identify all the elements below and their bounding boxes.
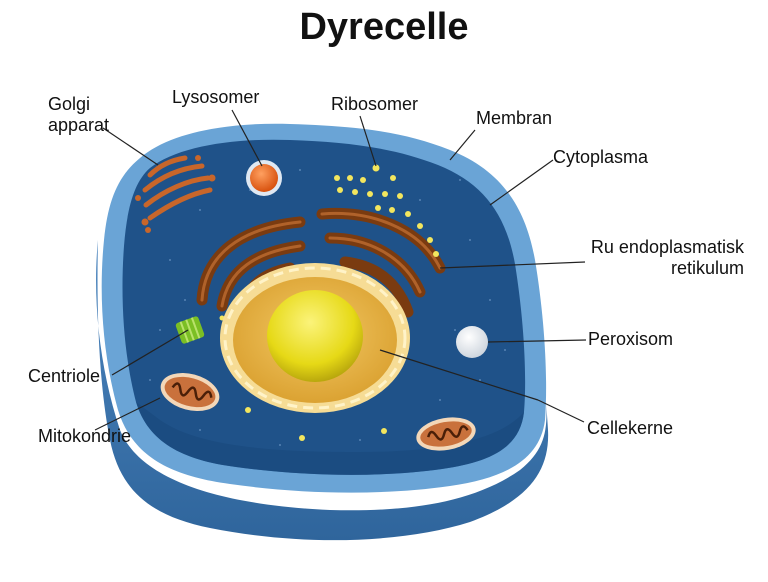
golgi-vesicles bbox=[135, 155, 216, 233]
label-centriole: Centriole bbox=[28, 366, 101, 386]
label-golgi: Golgi apparat bbox=[48, 94, 109, 136]
label-ribosomer: Ribosomer bbox=[331, 94, 419, 114]
diagram-title: Dyrecelle bbox=[299, 6, 469, 48]
cytoplasm-texture bbox=[149, 169, 506, 446]
nucleolus bbox=[267, 290, 363, 382]
label-er-line2: retikulum bbox=[670, 258, 744, 278]
label-golgi-line1: Golgi bbox=[48, 94, 91, 114]
label-er-line1: Ru endoplasmatisk bbox=[590, 237, 744, 257]
lysosome-core bbox=[250, 164, 278, 192]
ribosomes bbox=[219, 164, 439, 441]
peroxisome bbox=[456, 326, 488, 358]
label-lysosomer: Lysosomer bbox=[172, 87, 260, 107]
cytoplasm-shade bbox=[136, 402, 524, 475]
leader-lines bbox=[94, 109, 587, 431]
mitochondrion-left bbox=[160, 372, 220, 412]
mitochondrion-right bbox=[416, 417, 476, 451]
rough-er-highlight bbox=[200, 211, 442, 308]
label-cellekerne: Cellekerne bbox=[587, 418, 674, 438]
nucleus-pores bbox=[223, 266, 407, 410]
label-golgi-line2: apparat bbox=[48, 115, 110, 135]
label-cytoplasma: Cytoplasma bbox=[553, 147, 649, 167]
label-mitokondrie: Mitokondrie bbox=[38, 426, 132, 446]
label-er: Ru endoplasmatisk retikulum bbox=[548, 237, 744, 279]
golgi-apparatus bbox=[142, 155, 213, 221]
label-peroxisom: Peroxisom bbox=[588, 329, 674, 349]
label-membran: Membran bbox=[476, 108, 553, 128]
